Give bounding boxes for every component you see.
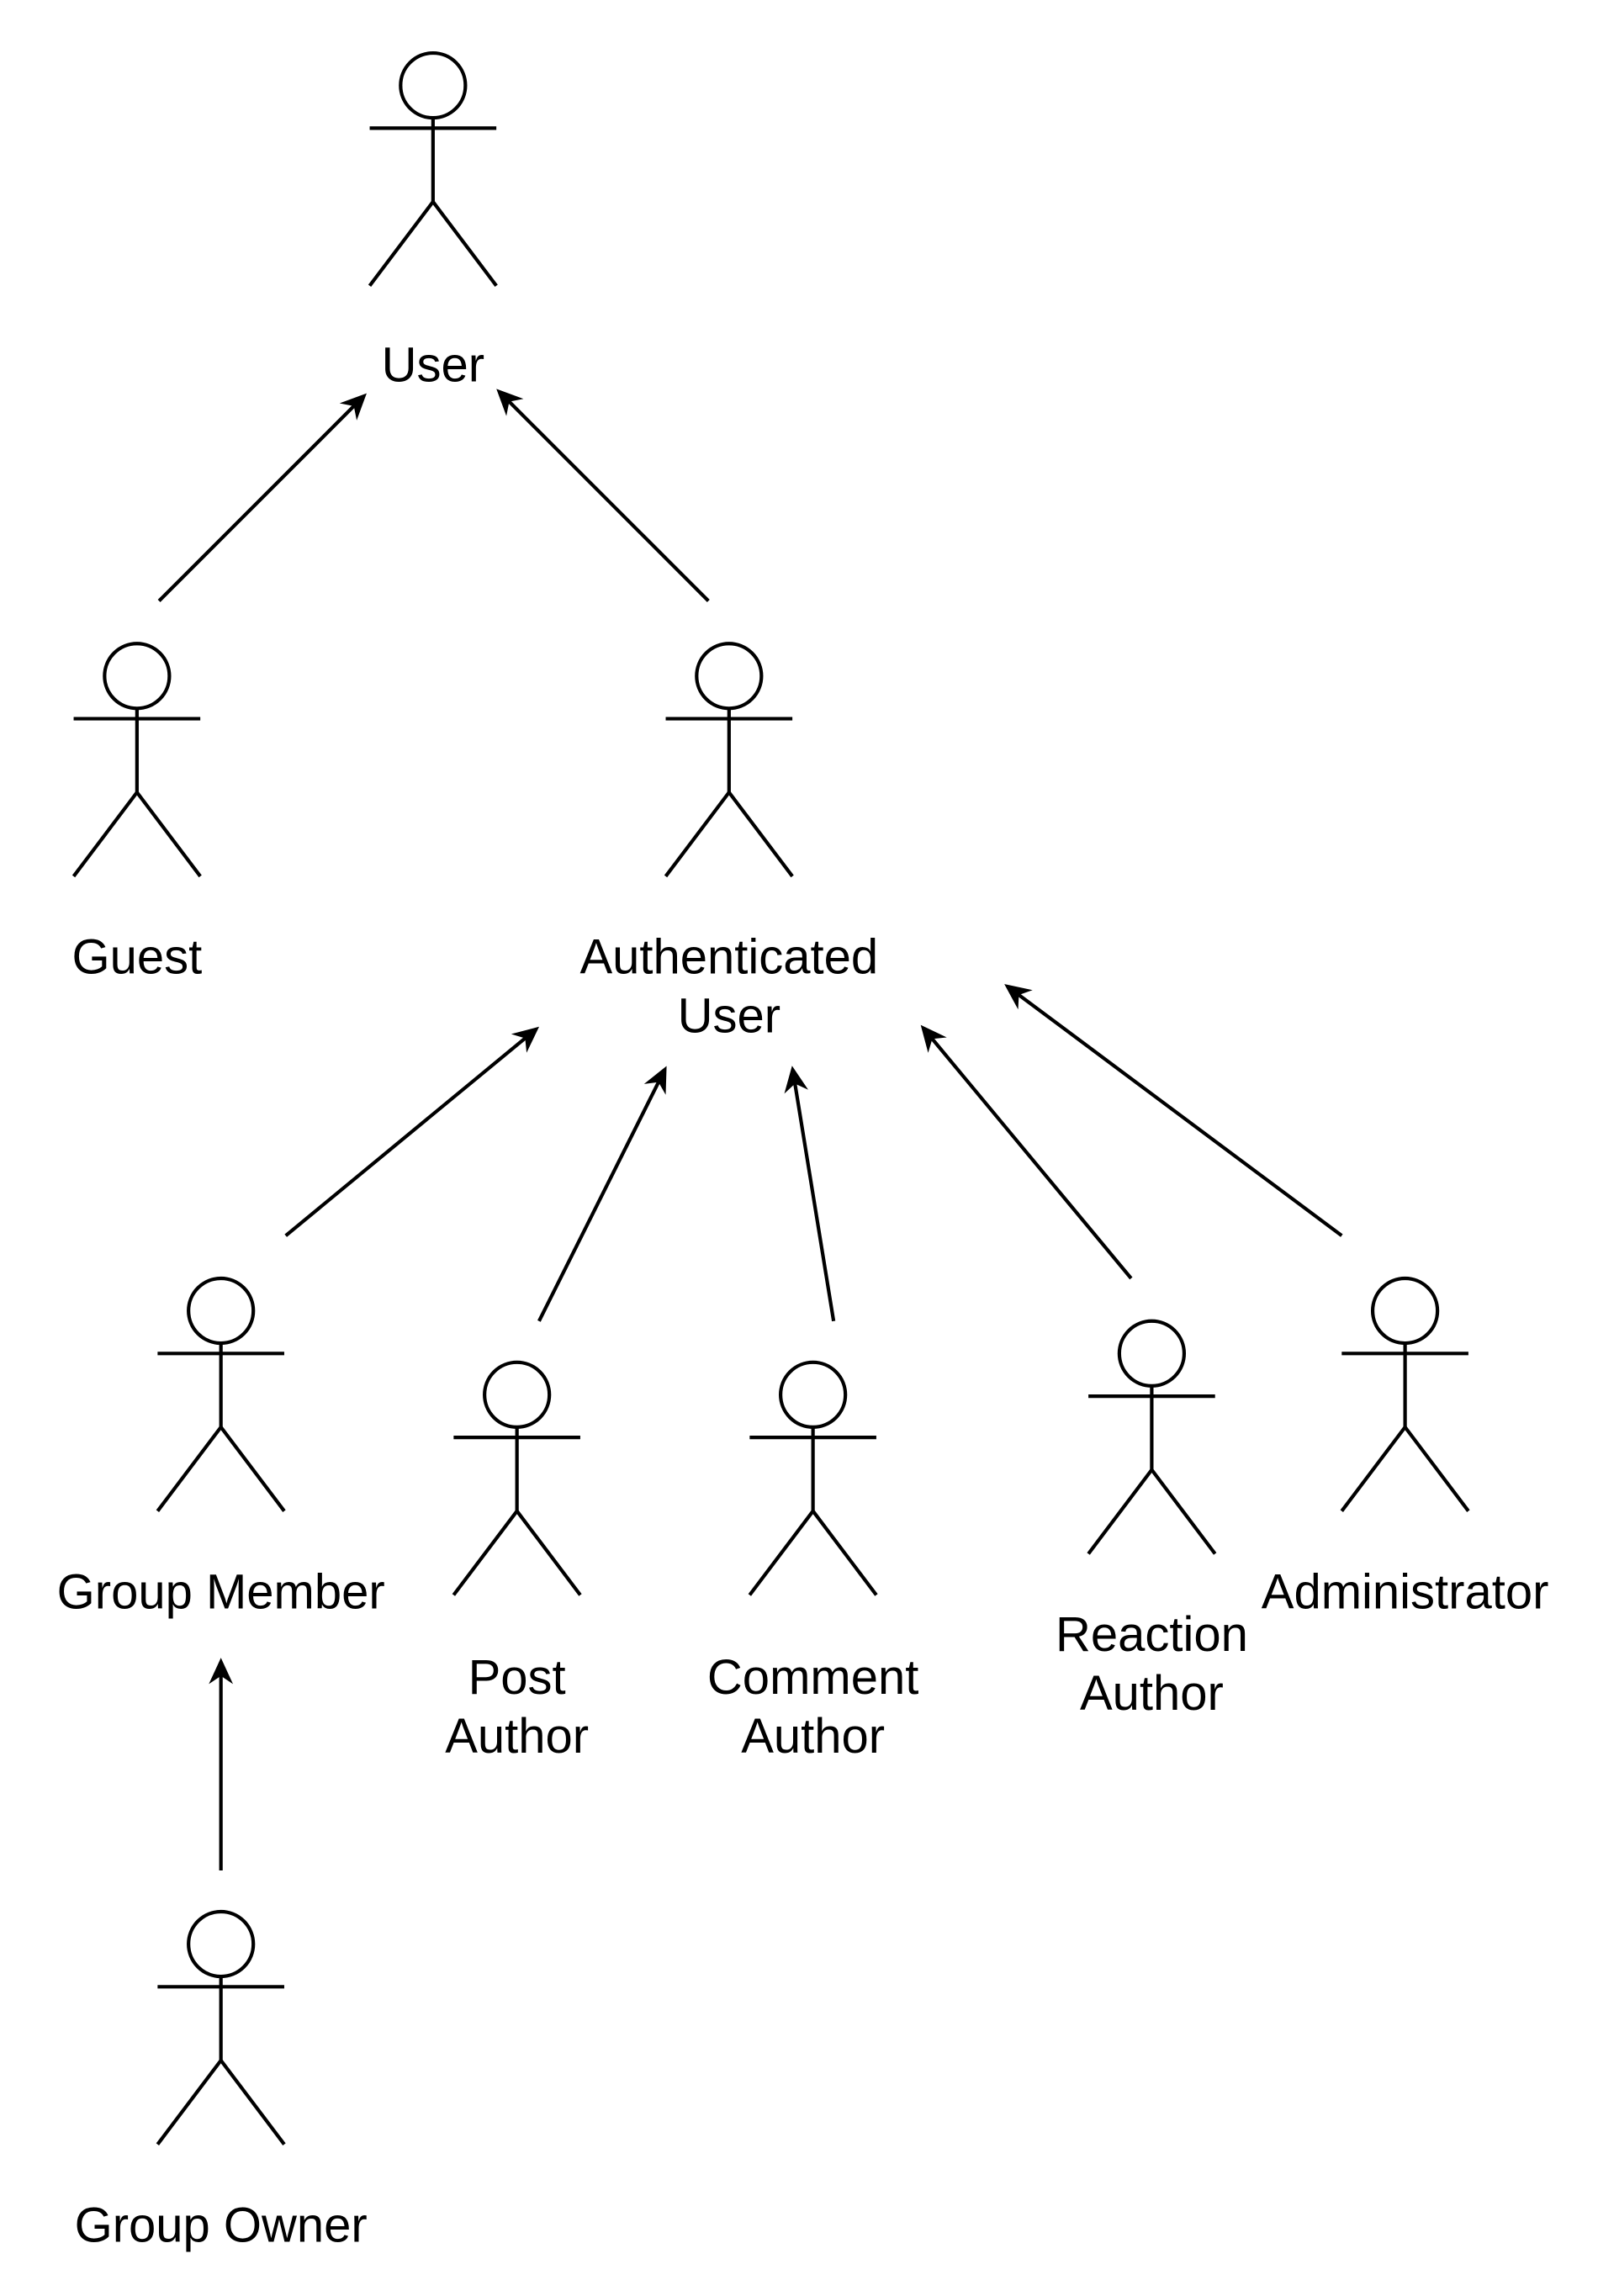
actor-head (695, 642, 764, 711)
stick-figure-icon (71, 642, 202, 878)
actor-label-line: Group Owner (75, 2198, 368, 2252)
stick-figure-icon (664, 642, 794, 878)
actor-right-leg (219, 2059, 286, 2145)
arrowhead-icon (784, 1066, 808, 1094)
actor-label-group-owner: Group Owner (75, 2198, 368, 2252)
actor-head (1370, 1276, 1440, 1346)
actor-label-line: Group Member (57, 1564, 385, 1619)
arrowhead-icon (496, 389, 524, 416)
actor-right-leg (219, 1426, 286, 1512)
edge-line (792, 1082, 836, 1322)
actor-administrator (1340, 1276, 1470, 1512)
actor-authenticated-user (664, 642, 794, 878)
arrowhead-icon (920, 1024, 947, 1053)
arrowhead-icon (511, 1026, 540, 1053)
actor-post-author (452, 1360, 582, 1596)
actors (71, 50, 1470, 2145)
actor-label-line: Guest (71, 930, 202, 985)
actor-group-member (156, 1276, 286, 1512)
actor-left-leg (156, 1426, 223, 1512)
actor-label-line: Author (445, 1709, 589, 1764)
actor-left-leg (452, 1510, 519, 1596)
stick-figure-icon (1340, 1276, 1470, 1512)
actor-right-leg (728, 791, 794, 878)
actor-head (187, 1909, 256, 1979)
edge-line (284, 1036, 527, 1237)
edge-line (507, 399, 710, 602)
generalization-guest-to-user (157, 393, 367, 602)
actor-head (399, 50, 468, 120)
actor-label-line: Authenticated (579, 930, 878, 985)
generalization-reaction-author-to-authenticated-user (920, 1024, 1133, 1280)
generalization-post-author-to-authenticated-user (537, 1066, 667, 1322)
actor-guest (71, 642, 202, 878)
actor-label-group-member: Group Member (57, 1564, 385, 1619)
stick-figure-icon (748, 1360, 878, 1596)
actor-head (779, 1360, 848, 1429)
edge-line (537, 1080, 661, 1322)
edge-line (157, 404, 357, 602)
actor-head (1117, 1319, 1187, 1388)
actor-label-line: Author (1080, 1666, 1224, 1721)
actor-left-leg (664, 791, 731, 878)
actor-head (103, 642, 172, 711)
actor-right-leg (515, 1510, 582, 1596)
actor-right-leg (135, 791, 202, 878)
actor-label-line: Post (468, 1650, 566, 1705)
arrowhead-icon (1004, 984, 1033, 1010)
generalization-edges (157, 389, 1343, 1870)
actor-label-line: Administrator (1262, 1564, 1549, 1619)
actor-label-line: Reaction (1056, 1607, 1248, 1662)
arrowhead-icon (643, 1066, 667, 1095)
actor-left-leg (71, 791, 139, 878)
generalization-administrator-to-authenticated-user (1004, 984, 1343, 1237)
actor-head (187, 1276, 256, 1346)
actor-right-leg (431, 200, 498, 287)
actor-label-administrator: Administrator (1262, 1564, 1549, 1619)
stick-figure-icon (452, 1360, 582, 1596)
arrowhead-icon (339, 393, 367, 421)
actor-user (368, 50, 498, 287)
actor-right-leg (1403, 1426, 1470, 1512)
actor-right-leg (811, 1510, 878, 1596)
actor-left-leg (748, 1510, 815, 1596)
actor-group-owner (156, 1909, 286, 2145)
actor-right-leg (1150, 1468, 1217, 1555)
actor-reaction-author (1087, 1319, 1217, 1555)
generalization-group-member-to-authenticated-user (284, 1026, 540, 1237)
actor-left-leg (1087, 1468, 1154, 1555)
stick-figure-icon (1087, 1319, 1217, 1555)
generalization-authenticated-user-to-user (496, 389, 710, 602)
actor-label-line: User (678, 989, 780, 1044)
arrowhead-icon (209, 1658, 234, 1685)
generalization-group-owner-to-group-member (209, 1658, 234, 1870)
stick-figure-icon (156, 1276, 286, 1512)
stick-figure-icon (368, 50, 498, 287)
generalization-comment-author-to-authenticated-user (784, 1066, 836, 1322)
actor-left-leg (368, 200, 435, 287)
stick-figure-icon (156, 1909, 286, 2145)
edge-line (930, 1037, 1133, 1280)
actor-label-line: Author (741, 1709, 885, 1764)
actor-label-user: User (382, 338, 484, 393)
edge-line (1017, 992, 1343, 1237)
actor-comment-author (748, 1360, 878, 1596)
actor-head (483, 1360, 552, 1429)
actor-label-guest: Guest (71, 930, 202, 985)
actor-left-leg (156, 2059, 223, 2145)
actor-left-leg (1340, 1426, 1407, 1512)
actor-label-line: Comment (707, 1650, 918, 1705)
actor-label-line: User (382, 338, 484, 393)
